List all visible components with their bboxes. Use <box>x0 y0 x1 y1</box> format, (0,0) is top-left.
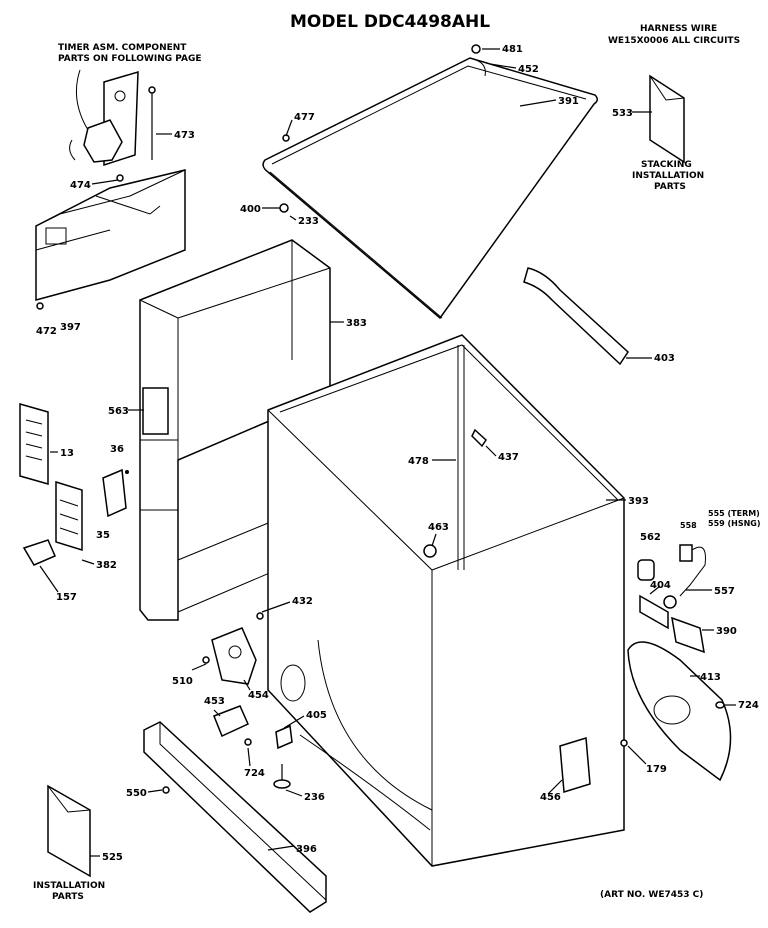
label-557: 557 <box>714 586 735 597</box>
top-cover <box>262 57 598 320</box>
label-382: 382 <box>96 560 117 571</box>
screw-472 <box>36 302 44 310</box>
housing-label: 559 (HSNG) <box>708 519 761 528</box>
screw-724-lower <box>244 738 252 746</box>
label-563: 563 <box>108 406 129 417</box>
stacking-note-line2: INSTALLATION <box>632 171 704 181</box>
label-396: 396 <box>296 844 317 855</box>
label-724-bottom: 724 <box>244 768 265 779</box>
label-157: 157 <box>56 592 77 603</box>
label-562: 562 <box>640 532 661 543</box>
label-413: 413 <box>700 672 721 683</box>
label-390: 390 <box>716 626 737 637</box>
label-405: 405 <box>306 710 327 721</box>
label-404: 404 <box>650 580 671 591</box>
label-179: 179 <box>646 764 667 775</box>
screw-473 <box>148 86 156 160</box>
stacking-parts-bag <box>649 74 685 164</box>
harness-note-line2: WE15X0006 ALL CIRCUITS <box>608 36 740 46</box>
switch <box>102 468 129 518</box>
label-236: 236 <box>304 792 325 803</box>
label-525: 525 <box>102 852 123 863</box>
grommet-400 <box>279 203 289 213</box>
vent-grommet <box>423 544 437 558</box>
toe-kick <box>143 721 327 913</box>
installation-note-line2: PARTS <box>52 892 84 902</box>
screw-437 <box>471 428 487 448</box>
bracket-157 <box>22 539 56 566</box>
art-number: (ART NO. WE7453 C) <box>600 890 703 900</box>
label-36: 36 <box>110 444 124 455</box>
label-391: 391 <box>558 96 579 107</box>
control-plate <box>19 403 49 485</box>
plate-390 <box>663 595 705 654</box>
screw-550 <box>162 786 170 794</box>
label-35: 35 <box>96 530 110 541</box>
label-454: 454 <box>248 690 269 701</box>
label-452: 452 <box>518 64 539 75</box>
label-393: 393 <box>628 496 649 507</box>
control-housing <box>35 169 186 301</box>
label-397: 397 <box>60 322 81 333</box>
label-473: 473 <box>174 130 195 141</box>
control-board <box>55 480 83 552</box>
screw-481 <box>471 44 481 54</box>
label-383: 383 <box>346 318 367 329</box>
timer-note-line1: TIMER ASM. COMPONENT <box>58 43 187 53</box>
terminal-label: 555 (TERM) <box>708 509 760 518</box>
label-400: 400 <box>240 204 261 215</box>
installation-parts-bag <box>47 784 91 878</box>
harness-note-line1: HARNESS WIRE <box>640 24 717 34</box>
label-510: 510 <box>172 676 193 687</box>
label-533: 533 <box>612 108 633 119</box>
rear-rail <box>523 267 629 366</box>
installation-note-line1: INSTALLATION <box>33 881 105 891</box>
label-437: 437 <box>498 452 519 463</box>
stacking-note-line3: PARTS <box>654 182 686 192</box>
bracket-404 <box>639 594 669 630</box>
label-550: 550 <box>126 788 147 799</box>
label-472: 472 <box>36 326 57 337</box>
cabinet <box>267 334 625 867</box>
bracket-456 <box>559 737 591 793</box>
label-481: 481 <box>502 44 523 55</box>
label-463: 463 <box>428 522 449 533</box>
leveling-leg <box>273 764 291 789</box>
label-724-right: 724 <box>738 700 759 711</box>
door-switch <box>637 544 706 597</box>
label-456: 456 <box>540 792 561 803</box>
rear-access-cover <box>627 641 732 782</box>
label-403: 403 <box>654 353 675 364</box>
label-453: 453 <box>204 696 225 707</box>
label-233: 233 <box>298 216 319 227</box>
label-558: 558 <box>680 521 697 530</box>
screw-179 <box>620 739 628 747</box>
leader-lines <box>39 48 736 857</box>
label-474: 474 <box>70 180 91 191</box>
screw-510 <box>202 656 210 664</box>
label-478: 478 <box>408 456 429 467</box>
label-13: 13 <box>60 448 74 459</box>
screw-474 <box>116 174 124 182</box>
stacking-note-line1: STACKING <box>641 160 692 170</box>
clip-405 <box>275 724 293 750</box>
idler-bracket <box>211 627 257 685</box>
diagram-title: MODEL DDC4498AHL <box>290 12 490 32</box>
label-432: 432 <box>292 596 313 607</box>
screw-432 <box>256 612 264 620</box>
front-panel <box>139 239 331 621</box>
timer-note-line2: PARTS ON FOLLOWING PAGE <box>58 54 202 64</box>
part-labels: 481 452 391 533 477 473 474 400 233 472 … <box>36 44 759 863</box>
bracket-453 <box>213 705 249 738</box>
timer-assembly <box>69 69 139 167</box>
label-477: 477 <box>294 112 315 123</box>
